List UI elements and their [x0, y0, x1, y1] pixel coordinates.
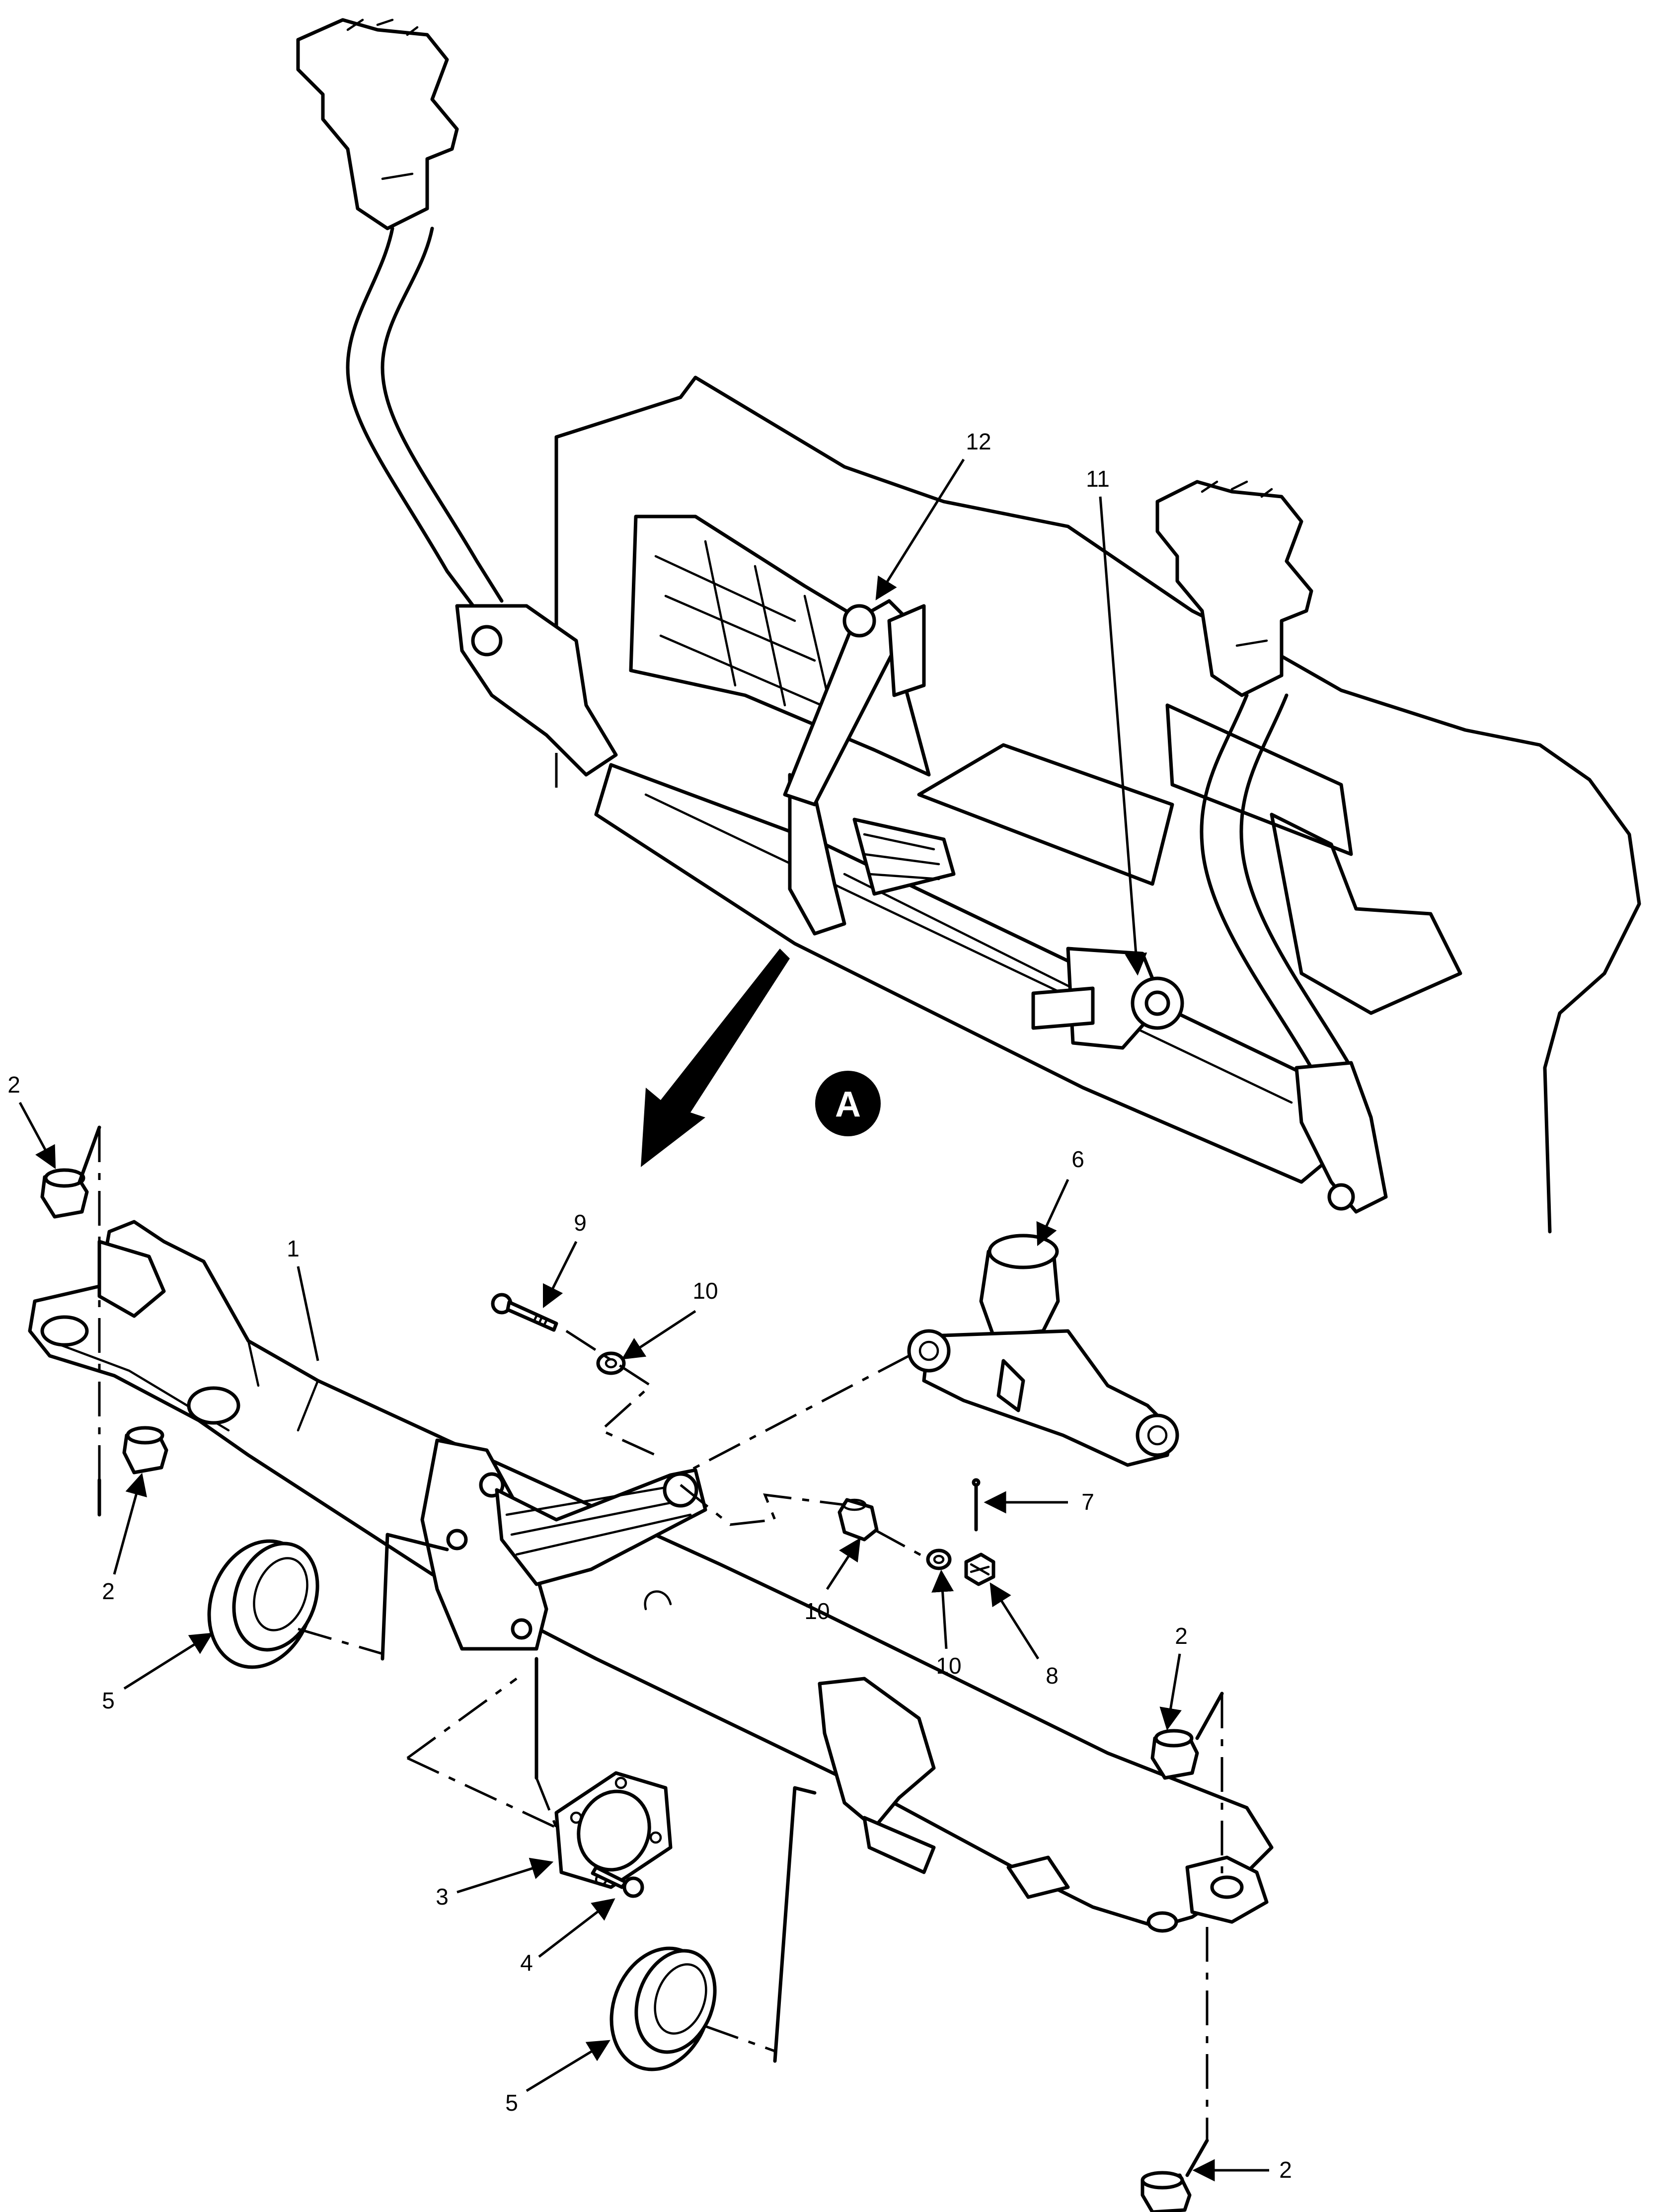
detail-view-callout: A	[815, 1071, 881, 1136]
callout-2a: 2	[7, 1072, 20, 1098]
callout-5a: 5	[102, 1688, 115, 1713]
callout-11: 10	[804, 1598, 830, 1624]
callout-3: 3	[436, 1884, 449, 1910]
callout-10b: 10	[936, 1653, 961, 1679]
right-brake-pedal	[1155, 480, 1388, 1214]
floor-panel	[629, 515, 931, 777]
cross-shaft-part-1: 1	[28, 1220, 1274, 1933]
callout-2b: 2	[102, 1578, 115, 1604]
nut-8: 8	[964, 1552, 1059, 1689]
bushing-2-lower-left: 2	[102, 1426, 168, 1604]
bolt-9: 9	[491, 1210, 587, 1332]
callout-5b: 5	[505, 2090, 518, 2116]
detail-view-label: A	[835, 1085, 861, 1124]
exploded-view: 1 2 2 2	[7, 1072, 1292, 2212]
callout-2c: 2	[1175, 1623, 1188, 1649]
bushing-2-right: 2	[1150, 1623, 1224, 1877]
detail-view-arrow	[641, 949, 790, 1167]
gasket-3: 3	[406, 1657, 673, 1910]
installed-assembly-view: 12 11	[296, 18, 1641, 1234]
sleeve-11: 10	[680, 1484, 930, 1624]
bushing-2-bottom: 2	[1141, 1927, 1292, 2212]
vehicle-body-outline	[554, 375, 1641, 1234]
callout-9: 9	[574, 1210, 587, 1236]
lever-link	[783, 599, 911, 807]
master-cylinder-6: 6	[689, 1146, 1179, 1472]
callout-13: 12	[966, 429, 991, 454]
leader-12: 11	[1086, 466, 1147, 976]
washer-10-upper: 10	[565, 1278, 718, 1457]
screw-4: 4	[520, 1865, 644, 1976]
callout-2d: 2	[1279, 2157, 1292, 2183]
seal-5-upper: 5	[102, 1533, 449, 1713]
callout-12: 11	[1086, 466, 1110, 492]
cotter-pin-7: 7	[972, 1478, 1094, 1532]
seal-5-lower: 5	[505, 1786, 817, 2116]
callout-1: 1	[287, 1236, 300, 1261]
callout-10a: 10	[692, 1278, 718, 1304]
washer-10-lower: 10	[926, 1548, 962, 1679]
left-clutch-pedal	[296, 18, 618, 777]
bushing-2-upper-left: 2	[7, 1072, 101, 1517]
callout-7: 7	[1081, 1489, 1094, 1515]
callout-8: 8	[1046, 1663, 1059, 1689]
leader-13: 12	[875, 429, 991, 600]
callout-4: 4	[520, 1950, 533, 1976]
callout-6: 6	[1071, 1146, 1084, 1172]
